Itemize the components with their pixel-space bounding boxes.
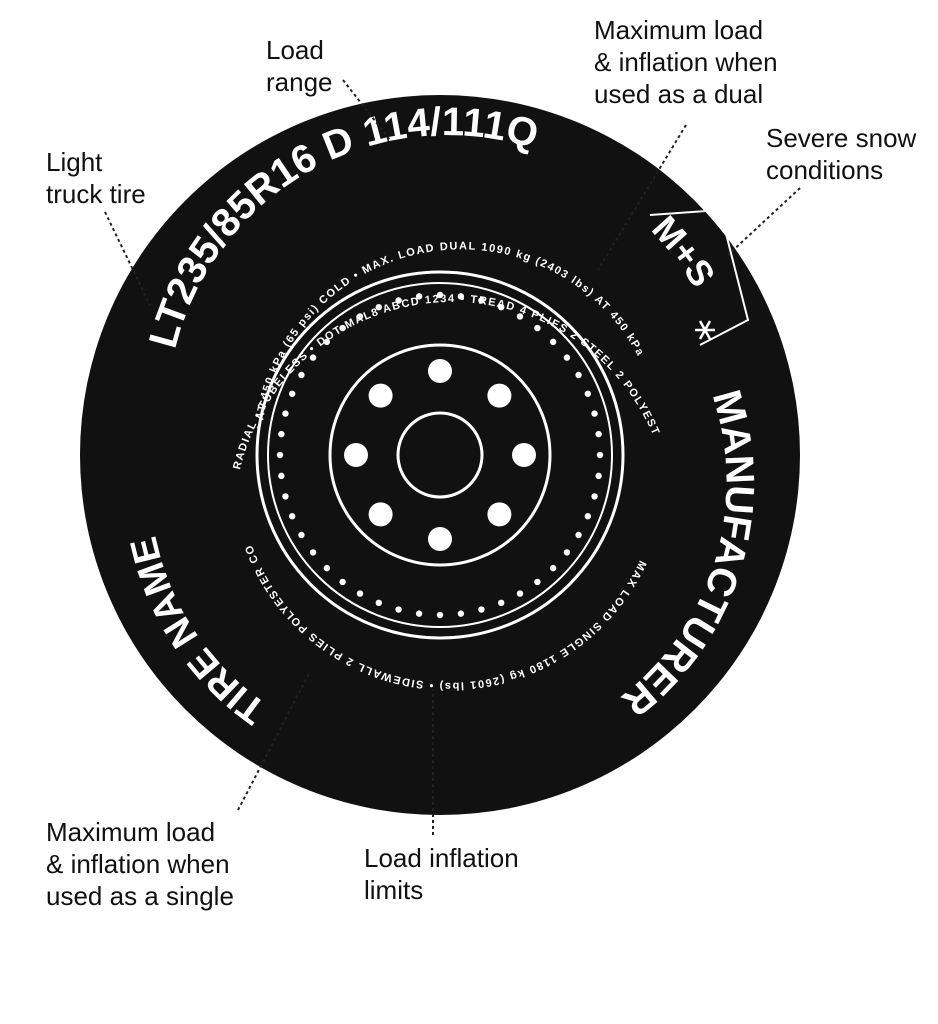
callout-load-range-line2: range	[266, 67, 333, 97]
lug-hole	[428, 527, 452, 551]
rim-dot	[457, 293, 465, 300]
rim-dot	[288, 390, 296, 397]
rim-dot	[596, 451, 604, 459]
rim-dot	[549, 338, 557, 346]
rim-dot	[375, 303, 382, 311]
rim-dot	[323, 564, 331, 572]
callout-light-truck-line1: Light	[46, 147, 103, 177]
rim-dot	[339, 324, 346, 332]
rim-dot	[584, 513, 592, 520]
lug-hole	[487, 502, 512, 527]
callout-max-dual-line2: & inflation when	[594, 47, 778, 77]
tire: LT235/85R16 D 114/111Q M+S MANUFACTURER …	[80, 95, 800, 815]
rim-dot	[498, 303, 505, 311]
tire-body	[80, 95, 800, 815]
rim-dot	[591, 410, 598, 417]
rim-dot	[457, 610, 465, 617]
callout-load-range-line1: Load	[266, 35, 324, 65]
rim-dot	[584, 390, 592, 397]
rim-dot	[309, 354, 317, 361]
lug-hole	[368, 502, 393, 527]
callout-max-dual-line1: Maximum load	[594, 15, 764, 45]
wheel-inner-ring	[328, 343, 552, 567]
rim-dot	[478, 606, 485, 613]
rim-dot	[516, 313, 524, 320]
leader-max-dual	[597, 124, 687, 271]
rim-dot	[436, 291, 444, 299]
lug-hole	[512, 443, 536, 467]
callout-max-dual-line3: used as a dual	[594, 79, 764, 109]
wheel-rim-ring	[267, 282, 613, 628]
rim-dot	[575, 371, 582, 379]
rim-dot	[415, 293, 423, 300]
callout-load-inflation-limits-line2: limits	[364, 875, 424, 905]
rim-dot	[395, 297, 402, 304]
rim-dot	[534, 578, 541, 586]
lug-hole	[344, 443, 368, 467]
callout-light-truck: Light truck tire	[46, 146, 146, 210]
rim-dot	[549, 564, 557, 572]
rim-dot	[278, 472, 285, 480]
rim-dot	[534, 324, 541, 332]
lug-hole	[428, 359, 452, 383]
snow-mark-bracket	[649, 208, 750, 346]
rim-dot	[415, 610, 423, 617]
lug-hole	[487, 383, 512, 408]
rim-dot	[298, 531, 305, 539]
rim-dot	[591, 493, 598, 500]
callout-severe-snow-line2: conditions	[766, 155, 884, 185]
rim-dot	[356, 590, 364, 597]
rim-dot	[356, 313, 364, 320]
callout-max-single-line3: used as a single	[46, 881, 234, 911]
rim-dot	[278, 430, 285, 438]
callout-max-single-line2: & inflation when	[46, 849, 230, 879]
rim-dot	[323, 338, 331, 346]
rim-dot	[339, 578, 346, 586]
callout-load-inflation-limits: Load inflation limits	[364, 842, 519, 906]
leader-load-range	[342, 79, 391, 141]
rim-dot	[595, 430, 602, 438]
lug-hole	[368, 383, 393, 408]
callout-max-single: Maximum load & inflation when used as a …	[46, 816, 234, 912]
rim-dot	[288, 513, 296, 520]
rim-dot	[375, 599, 382, 607]
rim-dot	[309, 549, 317, 556]
leader-light-truck	[104, 211, 151, 306]
lug-holes	[344, 359, 536, 551]
leader-severe-snow	[727, 187, 801, 256]
rim-dot	[498, 599, 505, 607]
callout-light-truck-line2: truck tire	[46, 179, 146, 209]
rim-dot	[478, 297, 485, 304]
callout-load-range: Load range	[266, 34, 333, 98]
rim-dot	[395, 606, 402, 613]
callout-severe-snow: Severe snow conditions	[766, 122, 916, 186]
callout-severe-snow-line1: Severe snow	[766, 123, 917, 153]
rim-dot	[575, 531, 582, 539]
rim-dot	[282, 410, 289, 417]
wheel-outer-ring	[255, 270, 625, 640]
leader-max-single	[237, 671, 311, 811]
rim-dot	[282, 493, 289, 500]
rim-dot	[516, 590, 524, 597]
rim-dot	[436, 611, 444, 619]
callout-load-inflation-limits-line1: Load inflation	[364, 843, 519, 873]
rim-dot	[276, 451, 284, 459]
rim-dot	[563, 354, 571, 361]
rim-dot	[563, 549, 571, 556]
snowflake-icon	[695, 320, 715, 340]
callout-max-single-line1: Maximum load	[46, 817, 216, 847]
hub-ring	[396, 411, 484, 499]
rim-dot	[595, 472, 602, 480]
rim-dot	[298, 371, 305, 379]
callout-max-dual: Maximum load & inflation when used as a …	[594, 14, 778, 110]
rim-dots	[276, 291, 604, 619]
